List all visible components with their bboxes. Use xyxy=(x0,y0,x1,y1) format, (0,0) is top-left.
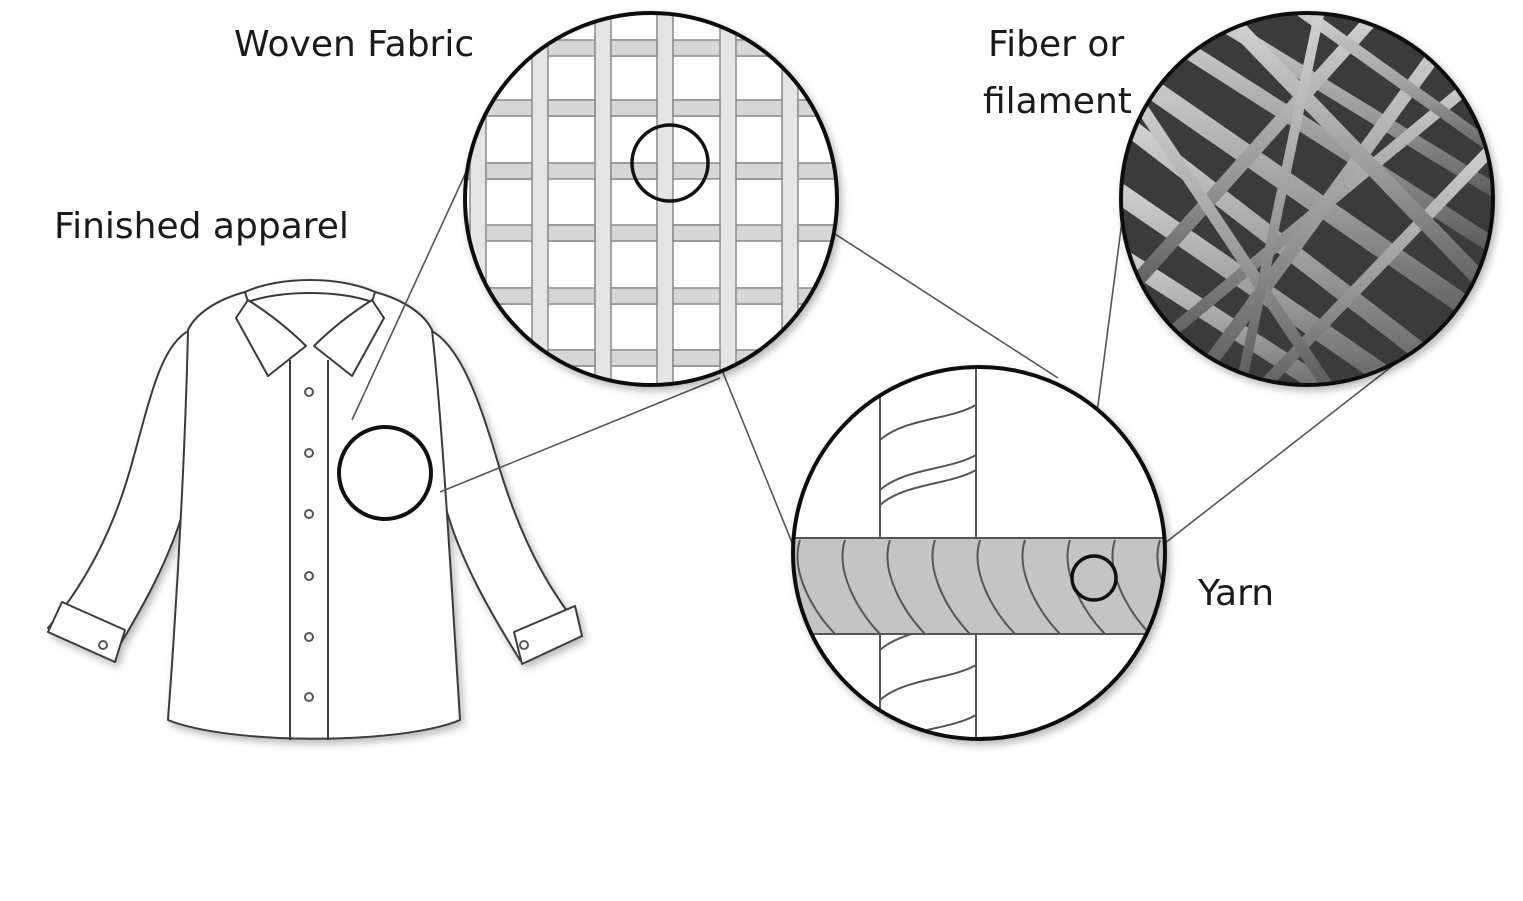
shirt-button xyxy=(304,571,314,581)
woven-fabric-magnifier xyxy=(463,11,839,387)
shirt-button xyxy=(304,387,314,397)
label-finished-apparel: Finished apparel xyxy=(54,206,349,247)
label-fiber-line1: Fiber or xyxy=(988,24,1125,65)
shirt-icon xyxy=(47,279,583,740)
cuff-button xyxy=(519,640,529,650)
shirt-button xyxy=(304,448,314,458)
shirt-left-sleeve xyxy=(47,329,191,659)
yarn-magnify-ring xyxy=(1070,554,1118,602)
shirt-buttons xyxy=(98,387,529,702)
shirt-right-cuff xyxy=(513,605,583,665)
shirt-collar-left xyxy=(235,299,307,377)
shirt-button xyxy=(304,692,314,702)
shirt-body xyxy=(167,291,461,740)
connector-shirt-to-fabric-top xyxy=(351,169,468,421)
shirt-button xyxy=(304,509,314,519)
fiber-magnifier xyxy=(1119,11,1495,387)
label-woven-fabric: Woven Fabric xyxy=(234,24,475,65)
shirt-collar-right xyxy=(313,299,385,377)
shirt-button xyxy=(304,632,314,642)
fabric-magnify-ring xyxy=(630,123,710,203)
cuff-button xyxy=(98,640,108,650)
yarn-magnifier xyxy=(791,365,1167,741)
label-yarn: Yarn xyxy=(1198,573,1275,614)
shirt-magnify-ring xyxy=(337,425,433,521)
shirt-placket xyxy=(289,360,329,740)
shirt-right-sleeve xyxy=(429,329,581,661)
label-fiber-line2: filament xyxy=(983,81,1132,122)
connector-shirt-to-fabric-bottom xyxy=(439,377,721,493)
